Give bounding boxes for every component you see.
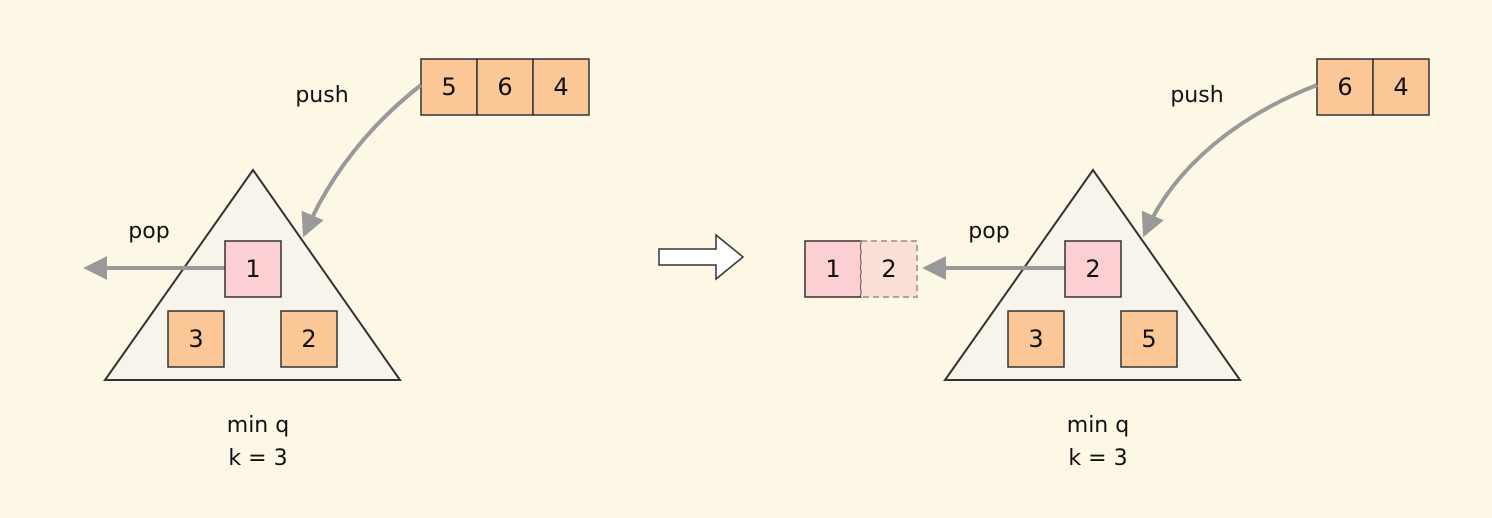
- after-queue-value: 4: [1393, 73, 1408, 101]
- hollow-right-arrow-icon: [658, 233, 745, 281]
- after-heap-right-node: 5: [1120, 310, 1178, 368]
- after-push-label: push: [1170, 83, 1223, 108]
- after-pop-label: pop: [968, 219, 1009, 244]
- before-input-queue: 5 6 4: [420, 58, 590, 116]
- before-heap-right-node: 2: [280, 310, 338, 368]
- before-heap-top-value: 1: [245, 255, 260, 283]
- before-queue-cell: 4: [532, 58, 590, 116]
- before-queue-value: 5: [441, 73, 456, 101]
- after-output-ghost-cell: 2: [860, 240, 918, 298]
- before-queue-value: 6: [497, 73, 512, 101]
- before-push-label: push: [295, 83, 348, 108]
- after-heap-left-value: 3: [1028, 325, 1043, 353]
- before-panel: 5 6 4 push pop 1 3: [83, 58, 590, 471]
- after-output-value: 1: [825, 255, 840, 283]
- after-heap-top-value: 2: [1085, 255, 1100, 283]
- before-heap-top-node: 1: [224, 240, 282, 298]
- before-push-arrow: [301, 83, 423, 238]
- before-heap-left-node: 3: [167, 310, 225, 368]
- before-pop-label: pop: [128, 219, 169, 244]
- after-output: 1 2: [804, 240, 918, 298]
- after-push-arrow: [1141, 83, 1318, 238]
- before-heap-left-value: 3: [188, 325, 203, 353]
- after-input-queue: 6 4: [1316, 58, 1430, 116]
- after-heap-top-node: 2: [1064, 240, 1122, 298]
- before-queue-value: 4: [553, 73, 568, 101]
- before-heap-right-value: 2: [301, 325, 316, 353]
- before-caption-line2: k = 3: [228, 446, 287, 471]
- after-heap-left-node: 3: [1007, 310, 1065, 368]
- after-output-cell: 1: [804, 240, 862, 298]
- after-queue-value: 6: [1337, 73, 1352, 101]
- after-queue-cell: 6: [1316, 58, 1374, 116]
- after-caption-line2: k = 3: [1068, 446, 1127, 471]
- after-queue-cell: 4: [1372, 58, 1430, 116]
- before-queue-cell: 6: [476, 58, 534, 116]
- after-output-value: 2: [881, 255, 896, 283]
- before-caption-line1: min q: [227, 413, 289, 438]
- after-panel: 6 4 push 1 2 pop: [804, 58, 1430, 471]
- after-heap-right-value: 5: [1141, 325, 1156, 353]
- before-queue-cell: 5: [420, 58, 478, 116]
- after-caption-line1: min q: [1067, 413, 1129, 438]
